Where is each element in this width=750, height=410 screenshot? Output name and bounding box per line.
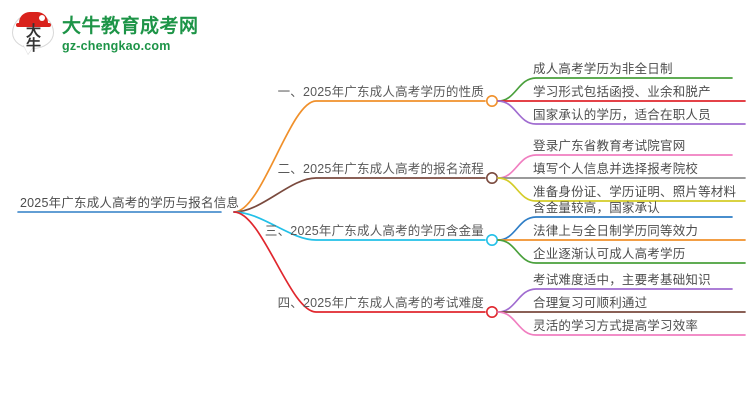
brand-mascot-label: 大 牛	[10, 24, 56, 53]
brand-url: gz-chengkao.com	[62, 38, 171, 53]
mindmap-leaf-label-1-1[interactable]: 成人高考学历为非全日制	[533, 62, 673, 76]
mindmap-branch-label-3[interactable]: 三、2025年广东成人高考的学历含金量	[264, 224, 484, 238]
mindmap-leaf-label-1-2[interactable]: 学习形式包括函授、业余和脱产	[533, 85, 711, 99]
mindmap-leaf-label-4-2[interactable]: 合理复习可顺利通过	[533, 296, 648, 310]
site-logo-header: 大 牛 大牛教育成考网 gz-chengkao.com	[10, 6, 198, 62]
red-cap-icon	[19, 12, 48, 25]
mindmap-branch-label-1[interactable]: 一、2025年广东成人高考学历的性质	[277, 85, 484, 99]
mindmap-leaf-label-1-3[interactable]: 国家承认的学历，适合在职人员	[533, 108, 711, 122]
brand-wordmark: 大牛教育成考网 gz-chengkao.com	[62, 16, 199, 53]
mindmap-leaf-label-3-1[interactable]: 含金量较高，国家承认	[533, 201, 661, 215]
speech-bubble-tail	[23, 44, 35, 54]
mindmap-leaf-label-3-2[interactable]: 法律上与全日制学历同等效力	[533, 224, 699, 238]
mindmap-leaf-label-2-2[interactable]: 填写个人信息并选择报考院校	[533, 162, 699, 176]
mindmap-branch-label-2[interactable]: 二、2025年广东成人高考的报名流程	[277, 162, 484, 176]
brand-mascot-char-1: 大	[25, 23, 41, 40]
mindmap-leaf-label-4-3[interactable]: 灵活的学习方式提高学习效率	[533, 319, 699, 333]
mindmap-leaf-label-4-1[interactable]: 考试难度适中，主要考基础知识	[533, 273, 711, 287]
mindmap-leaf-label-2-3[interactable]: 准备身份证、学历证明、照片等材料	[533, 185, 737, 199]
mindmap-leaf-label-3-3[interactable]: 企业逐渐认可成人高考学历	[533, 247, 686, 261]
brand-name: 大牛教育成考网	[62, 15, 199, 37]
mindmap-leaf-label-2-1[interactable]: 登录广东省教育考试院官网	[533, 139, 686, 153]
mindmap-root-label[interactable]: 2025年广东成人高考的学历与报名信息	[20, 196, 240, 210]
brand-mascot-char-2: 牛	[25, 37, 41, 54]
red-cap-brim	[16, 23, 51, 27]
brand-mascot-icon: 大 牛	[10, 11, 56, 57]
mindmap-branch-label-4[interactable]: 四、2025年广东成人高考的考试难度	[277, 296, 484, 310]
